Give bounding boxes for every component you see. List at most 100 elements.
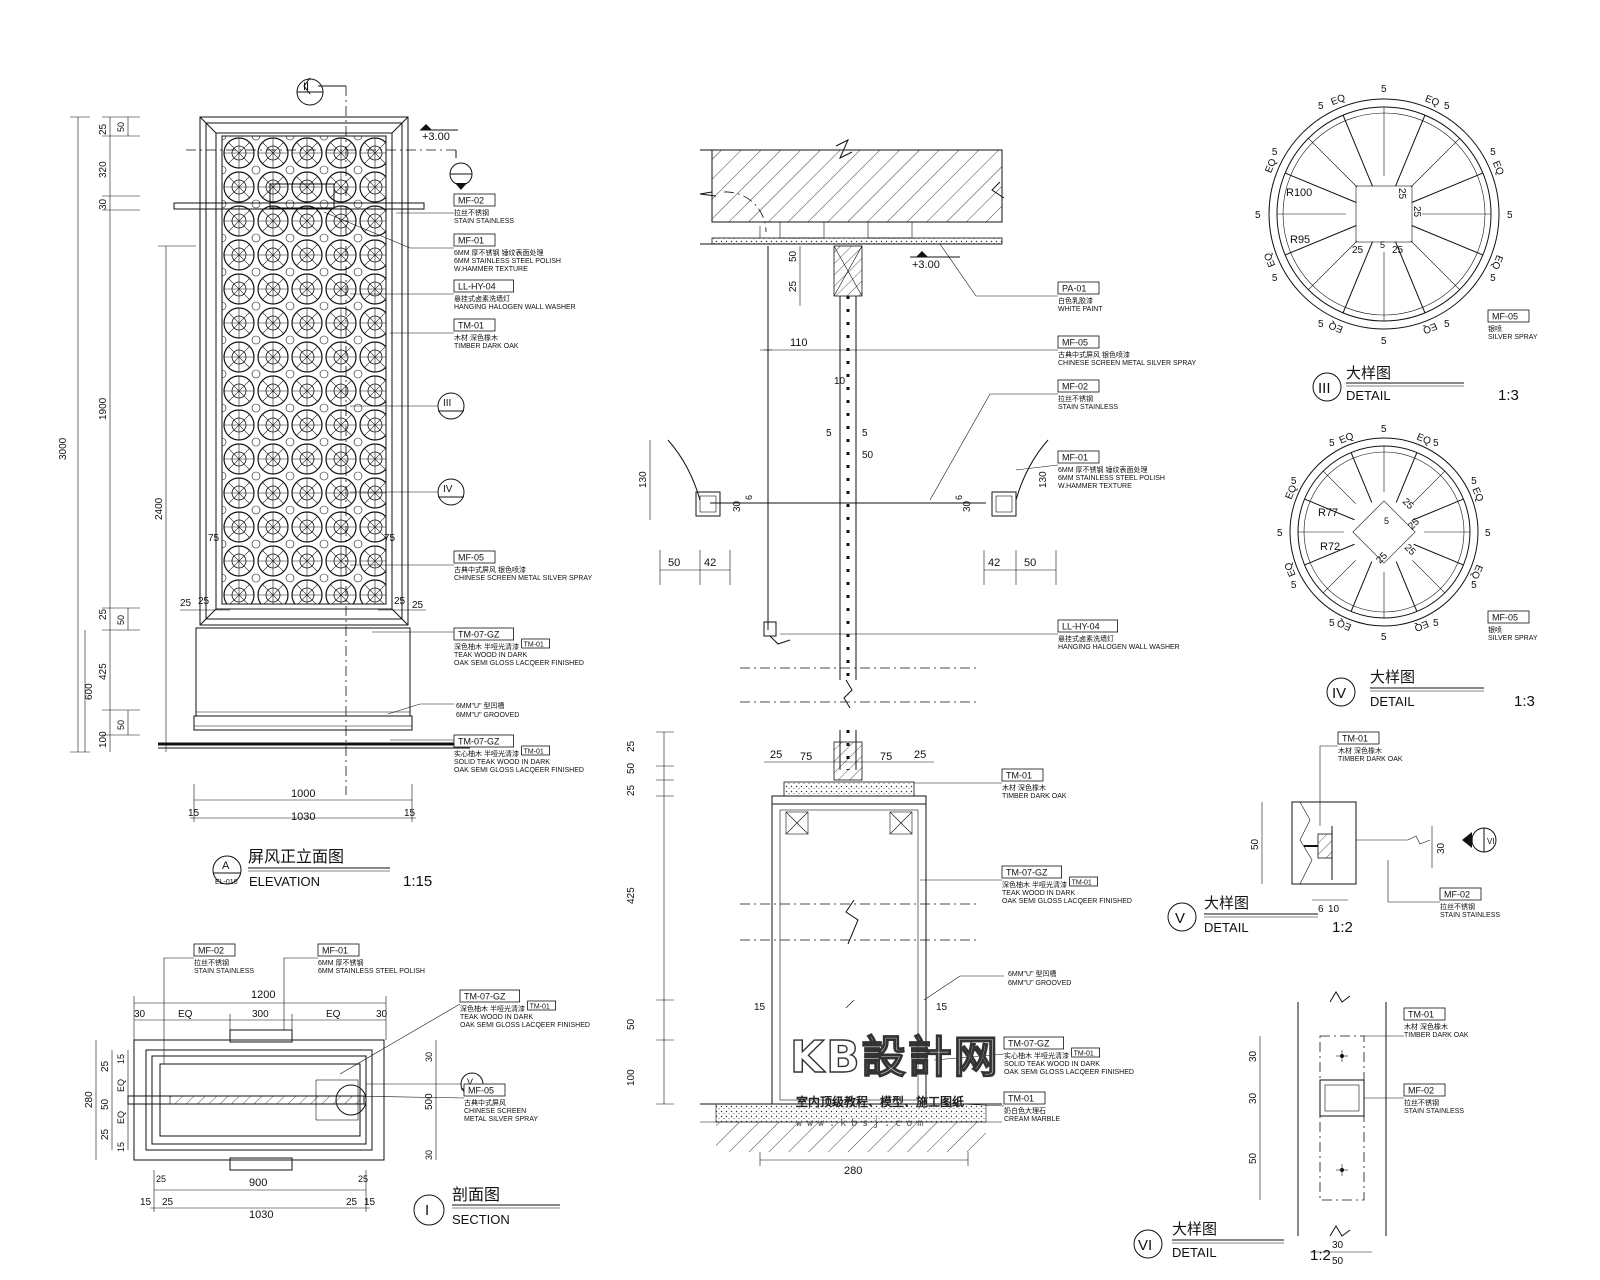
svg-text:+3.00: +3.00 [912,259,940,271]
tag-en: OAK SEMI GLOSS LACQEER FINISHED [454,767,584,774]
tag-en: TIMBER DARK OAK [1002,793,1067,800]
svg-text:1000: 1000 [291,788,315,800]
svg-text:25: 25 [98,123,109,135]
dim-eq: EQ [1421,320,1439,336]
svg-text:1200: 1200 [251,989,275,1001]
svg-text:6: 6 [744,495,754,500]
tag-cn: 古典中式屏风 [464,1098,506,1107]
detail-v: 50 30 6 10 VI V 大样图 DETAIL 1:2 [1167,801,1497,936]
elevation-view: +3.00 II III IV 3000 [58,77,473,890]
svg-text:EL-010: EL-010 [215,879,238,886]
tag-en: TEAK WOOD IN DARK [1002,890,1075,897]
title-detail3: III 大样图 DETAIL 1:3 [1312,365,1519,404]
tag-code: MF-05 [1492,613,1518,623]
svg-text:25: 25 [412,600,424,611]
tag-code: PA-01 [1062,284,1086,294]
svg-text:10: 10 [834,376,846,387]
dim-five: 5 [1433,438,1439,449]
svg-text:V: V [1175,910,1185,927]
svg-text:110: 110 [790,337,808,349]
svg-text:6MM"U" 型凹槽: 6MM"U" 型凹槽 [1008,969,1057,978]
svg-text:42: 42 [988,557,1000,569]
tag-code: MF-05 [458,553,484,563]
dim-five: 5 [1329,618,1335,629]
tag-en: 6MM STAINLESS STEEL POLISH [318,968,425,975]
dim-eq: EQ [1327,319,1345,335]
svg-text:V: V [467,1077,473,1087]
svg-text:IV: IV [1332,685,1346,702]
svg-text:25: 25 [162,1197,174,1208]
marker-iii-elev: III [350,392,465,420]
tag-code: MF-02 [1062,382,1088,392]
dim-five: 5 [1272,147,1278,158]
svg-text:15: 15 [364,1197,376,1208]
svg-text:30: 30 [732,500,743,512]
tag-en: METAL SILVER SPRAY [464,1116,538,1123]
title-detail4: IV 大样图 DETAIL 1:3 [1326,669,1535,710]
tag-code: TM-07-GZ [458,737,500,747]
marker-i-small [449,162,473,190]
svg-text:25: 25 [100,1060,111,1072]
tag-code: MF-02 [198,946,224,956]
svg-text:III: III [1318,380,1331,397]
tag-en: HANGING HALOGEN WALL WASHER [454,304,576,311]
dim-eq: EQ [1468,563,1484,581]
svg-text:6MM"U" GROOVED: 6MM"U" GROOVED [1008,980,1071,987]
detail-vi-leaders [1364,1035,1404,1099]
tag-code: MF-01 [458,236,484,246]
title-elevation: A EL-010 屏风正立面图 ELEVATION 1:15 [212,848,432,890]
tag-code: MF-02 [1408,1086,1434,1096]
tag-cn: 6MM 厚不锈钢 锤纹表面处理 [1058,465,1147,474]
svg-text:25: 25 [1406,516,1422,532]
svg-text:75: 75 [800,751,812,763]
svg-text:A: A [222,860,230,872]
svg-text:KB設計网: KB設計网 [790,1032,1000,1083]
dim-five: 5 [1381,632,1387,643]
tag-cn: 拉丝不锈钢 [1058,394,1093,403]
svg-text:15: 15 [754,1002,766,1013]
tag-cn: 木材 深色橡木 [1002,783,1046,792]
tag-en: HANGING HALOGEN WALL WASHER [1058,644,1180,651]
vertical-section-view: +3.00 130 30 6 50 42 42 50 6 30 130 25 5… [626,138,1057,1177]
tag-en: SILVER SPRAY [1488,635,1538,642]
dim-eq: EQ [1423,93,1441,109]
svg-text:1:2: 1:2 [1332,919,1353,936]
tag-code: MF-05 [468,1086,494,1096]
svg-text:1030: 1030 [249,1209,273,1221]
tag-cn: 木材 深色橡木 [1404,1022,1448,1031]
svg-text:425: 425 [98,663,109,680]
svg-text:30: 30 [98,198,109,210]
tag-cn: 古典中式屏风 银色喷漆 [1058,350,1130,359]
svg-text:15: 15 [116,1054,126,1064]
svg-text:75: 75 [208,533,220,544]
svg-text:TM-01: TM-01 [1072,880,1092,887]
svg-text:25: 25 [1396,188,1407,200]
svg-text:EQ: EQ [326,1009,341,1020]
tag-en: CHINESE SCREEN [464,1108,526,1115]
tag-en: OAK SEMI GLOSS LACQEER FINISHED [460,1022,590,1029]
dim-five: 5 [1318,101,1324,112]
elevation-dims-left: 3000 25 320 30 1900 25 425 100 50 50 50 … [58,116,196,753]
section-leaders [780,243,1059,1107]
svg-text:30: 30 [424,1052,434,1062]
dim-five: 5 [1485,528,1491,539]
dim-eq: EQ [1338,431,1356,447]
svg-text:130: 130 [638,471,649,488]
svg-text:100: 100 [626,1069,637,1086]
svg-text:50: 50 [1250,838,1261,850]
svg-text:130: 130 [1038,471,1049,488]
tag-en: TIMBER DARK OAK [1404,1032,1469,1039]
tag-cn: 银喷 [1488,625,1502,634]
tag-code: MF-05 [1062,338,1088,348]
